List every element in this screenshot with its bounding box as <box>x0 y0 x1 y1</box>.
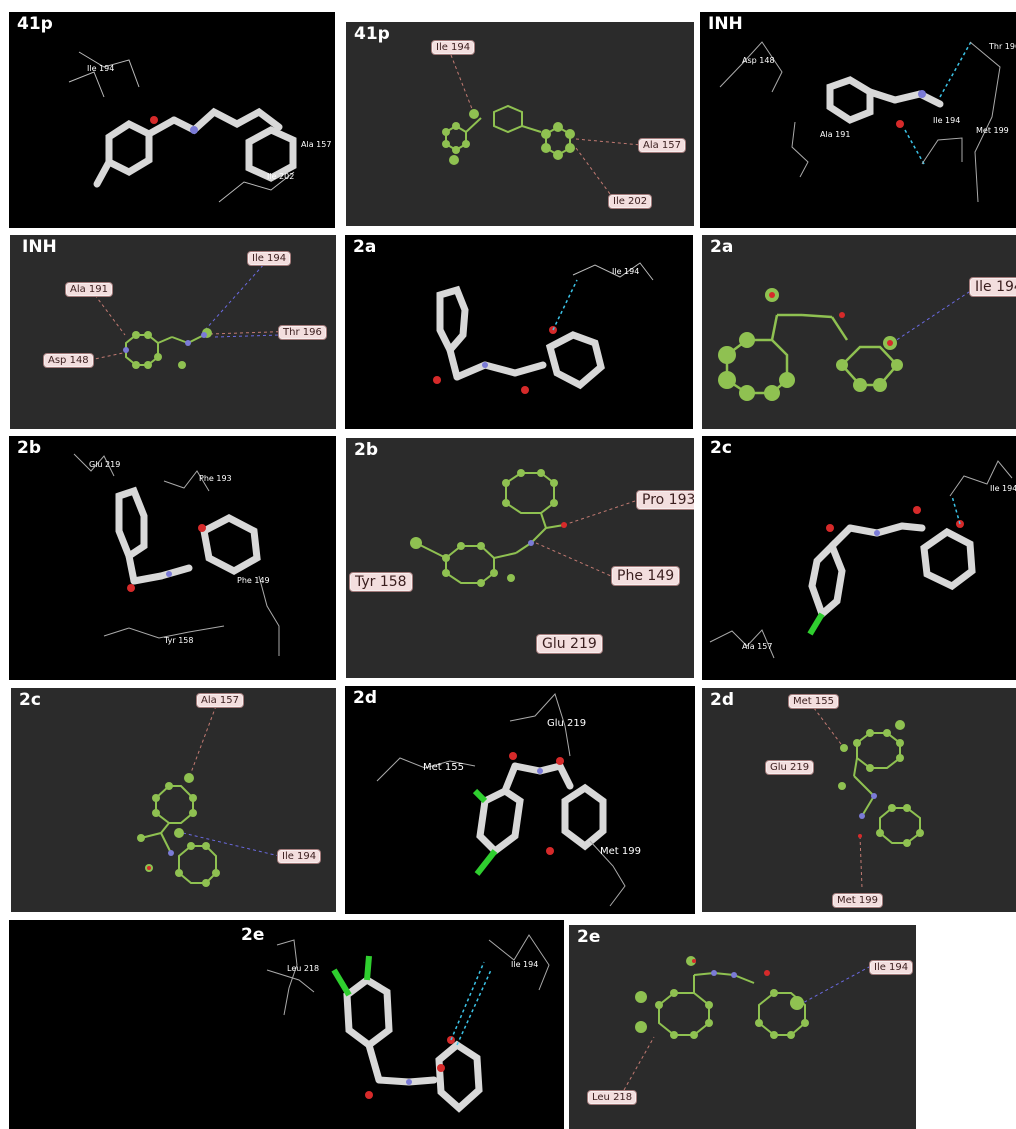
residue-label-3d: Glu 219 <box>89 460 121 469</box>
molecule-3d-view <box>433 262 654 394</box>
residue-label-3d: Ala 157 <box>301 140 332 149</box>
residue-tag: Ile 202 <box>608 194 653 209</box>
residue-tag: Met 155 <box>788 694 839 709</box>
residue-tag: Leu 218 <box>587 1090 638 1105</box>
interaction-2d-diagram <box>442 54 642 203</box>
molecule-3d-view <box>709 460 1013 659</box>
panel-label: 2a <box>353 237 377 257</box>
molecule-3d-view <box>266 934 550 1113</box>
panel-label: 2e <box>241 925 265 945</box>
panel-2a-3d: 2a Ile 194 <box>345 235 693 429</box>
residue-label-3d: Ile 194 <box>612 267 640 276</box>
residue-tag: Ile 194 <box>277 849 322 864</box>
panel-2e-2d: 2e Ile 194 Leu 218 <box>569 925 916 1129</box>
residue-tag: Ala 191 <box>65 282 114 297</box>
panel-label: 41p <box>17 14 53 34</box>
panel-2d-2d: 2d Met 155 Glu 219 Met 199 <box>702 688 1016 912</box>
panel-label: 2c <box>19 690 41 710</box>
residue-label-3d: Ile 194 <box>933 116 961 125</box>
panel-41p-3d: 41p Ile 194 Ala 157 Ile 202 <box>9 12 335 228</box>
panel-2b-2d: 2b Pro 193 Phe 149 Tyr 158 Glu 219 <box>346 438 694 678</box>
panel-label: 2e <box>577 927 601 947</box>
residue-tag: Thr 196 <box>278 325 327 340</box>
residue-tag: Ala 157 <box>196 693 245 708</box>
residue-label-3d: Ile 194 <box>511 960 539 969</box>
residue-tag: Ile 194 <box>969 277 1016 297</box>
residue-label-3d: Ala 191 <box>820 130 851 139</box>
panel-label: INH <box>22 237 57 257</box>
panel-label: INH <box>708 14 743 34</box>
panel-label: 2b <box>354 440 378 460</box>
residue-tag: Ile 194 <box>247 251 292 266</box>
residue-tag: Asp 148 <box>43 353 94 368</box>
molecule-3d-view <box>73 453 280 656</box>
interaction-2d-diagram <box>410 469 639 587</box>
residue-tag: Ala 157 <box>638 138 687 153</box>
residue-tag: Glu 219 <box>765 760 815 775</box>
residue-tag: Pro 193 <box>636 490 694 510</box>
panel-label: 2c <box>710 438 732 458</box>
panel-41p-2d: 41p Ile 194 Ala 157 Ile 202 <box>346 22 694 226</box>
panel-inh-2d: INH Ala 191 Ile 194 Thr 196 Asp 148 <box>10 235 336 429</box>
panel-label: 2b <box>17 438 41 458</box>
panel-2e-3d: 2e Leu 218 Ile 194 <box>9 920 564 1129</box>
residue-tag: Phe 149 <box>611 566 681 586</box>
residue-tag: Met 199 <box>832 893 883 908</box>
interaction-2d-diagram <box>718 288 973 401</box>
panel-inh-3d: INH Asp 148 Ala 191 Ile 194 Thr 196 Met … <box>700 12 1016 228</box>
panel-2c-3d: 2c Ile 194 Ala 157 <box>702 436 1016 680</box>
interaction-2d-diagram <box>813 707 924 889</box>
residue-label-3d: Met 155 <box>423 762 464 773</box>
residue-tag: Tyr 158 <box>349 572 413 592</box>
residue-label-3d: Ala 157 <box>742 642 773 651</box>
molecule-3d-view <box>376 693 626 907</box>
residue-tag: Ile 194 <box>431 40 476 55</box>
residue-tag: Ile 194 <box>869 960 914 975</box>
molecule-3d-view <box>68 51 297 203</box>
molecule-3d-view <box>719 39 1001 203</box>
residue-label-3d: Met 199 <box>976 126 1009 135</box>
residue-label-3d: Leu 218 <box>287 964 320 973</box>
residue-label-3d: Ile 194 <box>990 484 1016 493</box>
residue-label-3d: Phe 193 <box>199 474 232 483</box>
residue-label-3d: Ile 202 <box>267 172 295 181</box>
residue-label-3d: Glu 219 <box>547 718 587 729</box>
panel-2d-3d: 2d Glu 219 Met 155 Met 199 <box>345 686 695 914</box>
residue-label-3d: Phe 149 <box>237 576 270 585</box>
residue-tag: Glu 219 <box>536 634 603 654</box>
residue-label-3d: Thr 196 <box>989 42 1016 51</box>
interaction-2d-diagram <box>89 262 331 369</box>
residue-label-3d: Met 199 <box>600 846 641 857</box>
panel-label: 2d <box>710 690 734 710</box>
panel-2a-2d: 2a Ile 194 <box>702 235 1016 429</box>
residue-label-3d: Asp 148 <box>742 56 775 65</box>
panel-label: 41p <box>354 24 390 44</box>
interaction-2d-diagram <box>623 956 870 1091</box>
residue-label-3d: Tyr 158 <box>164 636 194 645</box>
residue-label-3d: Ile 194 <box>87 64 115 73</box>
panel-label: 2a <box>710 237 734 257</box>
interaction-2d-diagram <box>137 705 280 887</box>
panel-2c-2d: 2c Ala 157 Ile 194 <box>11 688 336 912</box>
panel-2b-3d: 2b Glu 219 Phe 193 Phe 149 Tyr 158 <box>9 436 336 680</box>
panel-label: 2d <box>353 688 377 708</box>
